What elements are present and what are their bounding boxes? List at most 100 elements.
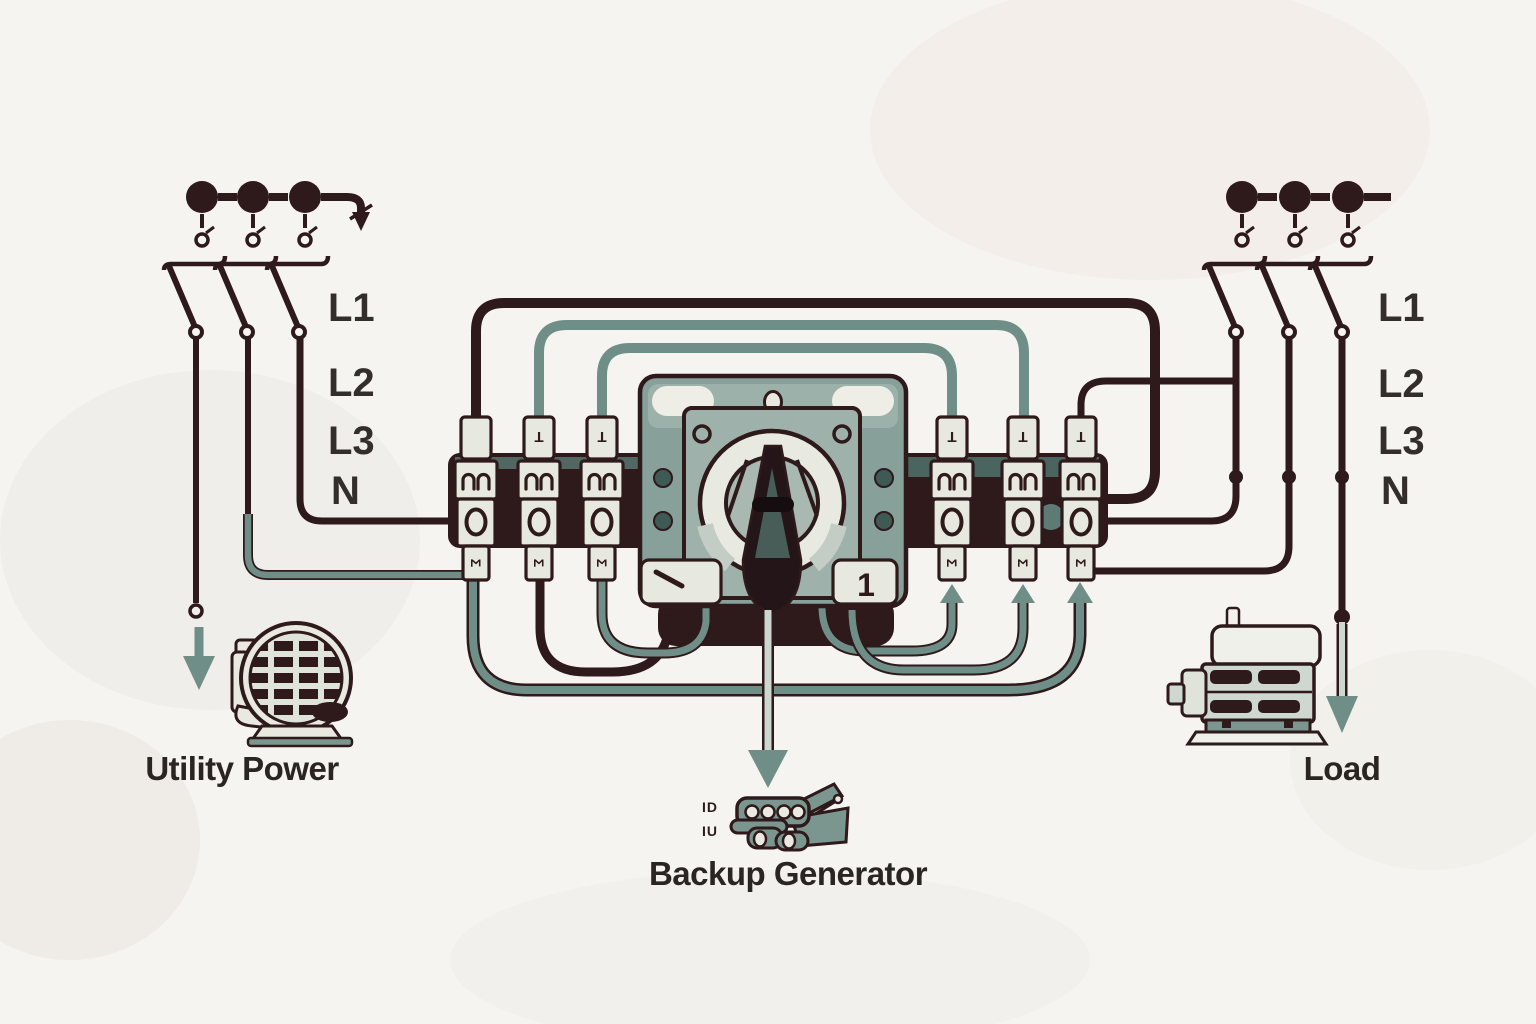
ear-screw bbox=[653, 511, 673, 531]
arrow-down-icon bbox=[748, 750, 788, 788]
generator-icon bbox=[729, 782, 850, 852]
coil-tick bbox=[1351, 225, 1361, 235]
terminal-block-mid bbox=[453, 459, 499, 501]
coil-tick bbox=[1298, 225, 1308, 235]
motor-shaft bbox=[1166, 682, 1186, 706]
under-device-wires bbox=[466, 578, 1093, 697]
coil-loop bbox=[194, 232, 210, 248]
handle-slot bbox=[752, 497, 794, 512]
junction-dot bbox=[1282, 470, 1296, 484]
handle-sheen bbox=[755, 468, 790, 558]
terminal-glyph: Σ bbox=[468, 559, 484, 567]
stain bbox=[0, 720, 200, 960]
phase-label: L2 bbox=[1378, 362, 1425, 406]
terminal-block-mid bbox=[929, 459, 975, 501]
arrow-up-icon bbox=[1011, 584, 1035, 603]
breaker-pole-3 bbox=[1307, 181, 1374, 340]
pole-hinge bbox=[1201, 255, 1268, 271]
base-plate bbox=[246, 736, 354, 748]
switch-contact bbox=[239, 324, 255, 340]
plate-screw bbox=[692, 424, 712, 444]
switch-contact bbox=[1334, 324, 1350, 340]
terminal-block-mid bbox=[579, 459, 625, 501]
left-drop-wires bbox=[188, 338, 474, 619]
breaker-pole-2 bbox=[212, 181, 279, 340]
source-terminal-dot bbox=[237, 181, 269, 213]
terminal-column-l3: T Σ bbox=[579, 415, 625, 582]
motor-fin bbox=[1210, 670, 1252, 684]
backup-generator-group: ID IU Backup Generator bbox=[649, 782, 928, 892]
pole-hinge bbox=[161, 255, 228, 271]
rotary-actuator: 1 bbox=[637, 373, 909, 615]
terminal-tab-top bbox=[585, 415, 619, 461]
knob-shadow-line bbox=[795, 459, 819, 517]
motor-cover bbox=[1210, 624, 1322, 668]
motor-pedestal bbox=[1204, 718, 1312, 734]
terminal-tab-top bbox=[522, 415, 556, 461]
terminal-tab-bottom bbox=[1066, 544, 1096, 582]
utility-breaker bbox=[161, 181, 373, 340]
switch-contact bbox=[188, 324, 204, 340]
wire-left-b-teal bbox=[244, 514, 474, 579]
ear-screw bbox=[874, 511, 894, 531]
blower-shadow bbox=[312, 702, 348, 722]
base-boss bbox=[1038, 504, 1064, 530]
generator-mark-2: IU bbox=[702, 823, 718, 839]
gen-rod-tip bbox=[832, 793, 844, 805]
right-phase-labels: L1 L2 L3 N bbox=[1378, 286, 1425, 513]
coil-loop bbox=[1340, 232, 1356, 248]
switch-contact bbox=[1228, 324, 1244, 340]
coil-tick bbox=[256, 225, 266, 235]
arrow-up-icon bbox=[940, 584, 964, 603]
coil-loop bbox=[245, 232, 261, 248]
terminal-block-mid bbox=[1058, 459, 1104, 501]
terminal-tab-bottom bbox=[524, 544, 554, 582]
terminal-nn-glyph bbox=[587, 472, 617, 491]
phase-label: N bbox=[1381, 469, 1410, 513]
terminal-glyph: Σ bbox=[594, 559, 610, 567]
coil-tick bbox=[1245, 225, 1255, 235]
load-breaker bbox=[1201, 181, 1391, 340]
load-caption: Load bbox=[1304, 750, 1381, 787]
motor-fin bbox=[1258, 700, 1300, 713]
terminal-column-r1: T Σ bbox=[929, 415, 975, 582]
generator-arrow bbox=[748, 610, 788, 788]
wire-under-teal4 bbox=[818, 600, 956, 655]
coil-tick bbox=[205, 225, 215, 235]
junction-dot bbox=[1335, 470, 1349, 484]
left-phase-labels: L1 L2 L3 N bbox=[328, 286, 375, 513]
terminal-glyph: Σ bbox=[1073, 559, 1089, 567]
pole-hinge bbox=[212, 255, 279, 271]
grille-rib bbox=[318, 632, 324, 724]
source-terminal-dot bbox=[1332, 181, 1364, 213]
wire-teal-arch-2 bbox=[597, 343, 957, 420]
terminal-block-low bbox=[455, 497, 497, 548]
terminal-nn-glyph bbox=[1008, 472, 1038, 491]
terminal-glyph: Σ bbox=[1015, 559, 1031, 567]
breaker-pole-1 bbox=[1201, 181, 1268, 340]
wire-under-long bbox=[469, 578, 1084, 694]
terminal-tab-bottom bbox=[1008, 544, 1038, 582]
ground-tick bbox=[349, 203, 373, 221]
position-tab-right bbox=[831, 558, 899, 606]
arrow-down-icon bbox=[183, 656, 215, 690]
motor-bolt bbox=[1284, 721, 1293, 728]
phase-label: L1 bbox=[1378, 286, 1425, 330]
motor-bolt bbox=[1222, 721, 1231, 728]
terminal-eye bbox=[590, 507, 614, 537]
arrow-down-icon bbox=[1326, 696, 1358, 733]
gen-wheel bbox=[752, 830, 768, 848]
phase-label: L3 bbox=[1378, 419, 1425, 463]
terminal-nn-glyph bbox=[937, 472, 967, 491]
pole-hinge bbox=[1307, 255, 1374, 271]
gen-port bbox=[776, 804, 792, 820]
position-tick bbox=[653, 569, 685, 589]
coil-loop bbox=[1234, 232, 1250, 248]
utility-caption: Utility Power bbox=[145, 750, 339, 787]
right-drop-wires bbox=[1094, 333, 1349, 612]
terminal-tab-bottom bbox=[587, 544, 617, 582]
utility-power-icon bbox=[230, 621, 354, 748]
top-arch-wires bbox=[471, 298, 1236, 504]
switch-blade bbox=[1206, 264, 1238, 329]
switch-contact bbox=[291, 324, 307, 340]
